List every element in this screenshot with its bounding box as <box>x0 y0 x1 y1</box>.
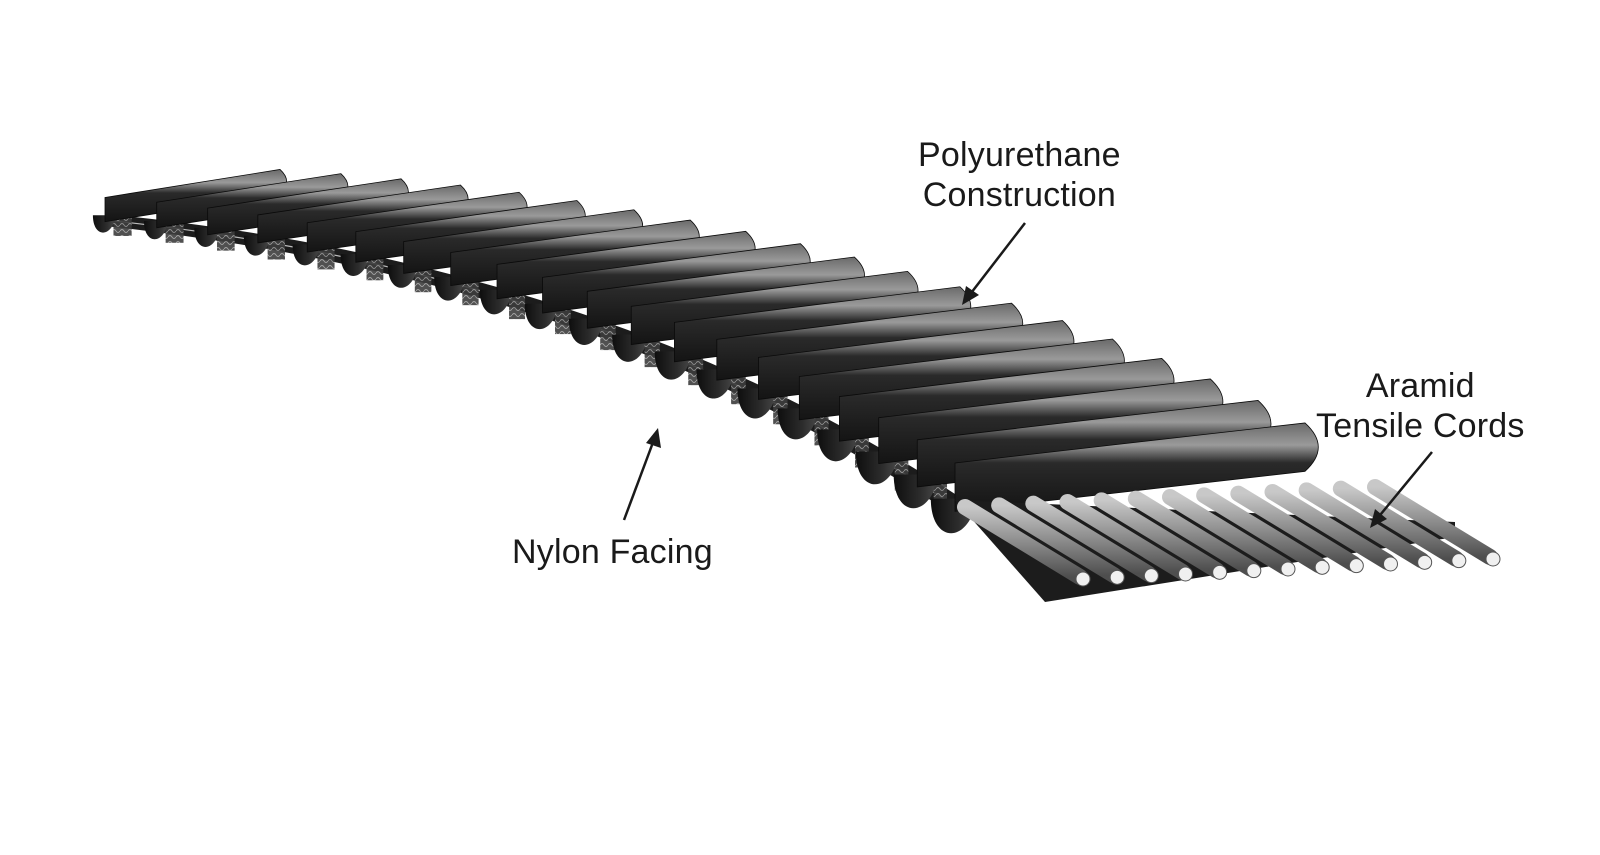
cord-end <box>1383 556 1398 572</box>
tensile-cords <box>955 479 1501 602</box>
cord-end <box>1178 566 1193 582</box>
aramid-arrowhead <box>1370 509 1387 528</box>
polyurethane-arrowhead <box>962 286 979 305</box>
belt-teeth <box>104 169 1319 512</box>
cord-end <box>1280 561 1296 577</box>
aramid-cord <box>1127 490 1259 577</box>
aramid-cord <box>1059 494 1191 580</box>
polyurethane-label-line-2: Construction <box>922 176 1117 214</box>
aramid-cord <box>1162 489 1293 575</box>
callout-arrows <box>622 222 1433 528</box>
aramid-cord <box>1230 485 1362 572</box>
polyurethane-label-line-1: Polyurethane <box>918 136 1121 174</box>
nylon-arrowhead <box>646 428 661 448</box>
cord-end <box>1485 551 1501 567</box>
nylon-facing-strip <box>462 279 479 306</box>
cord-end <box>1109 569 1125 585</box>
cord-end <box>1246 563 1262 579</box>
cord-end <box>1143 568 1159 584</box>
cord-end <box>1075 571 1091 587</box>
aramid-cord <box>1025 495 1157 582</box>
nylon-facing-strip <box>414 267 432 293</box>
nylon-facing-strip <box>317 247 335 270</box>
aramid-tensile-cords-label: Aramid Tensile Cords <box>1316 366 1525 446</box>
polyurethane-construction-label: Polyurethane Construction <box>918 135 1121 215</box>
nylon-facing-strip <box>366 256 384 281</box>
polyurethane-arrow <box>967 222 1026 298</box>
aramid-cord <box>1298 482 1430 569</box>
cord-end <box>1417 554 1433 570</box>
nylon-facing-strip <box>555 306 571 335</box>
aramid-cord <box>1093 492 1225 579</box>
nylon-facing-strip <box>165 223 184 243</box>
aramid-arrow <box>1375 451 1433 521</box>
belt-tooth <box>954 422 1319 512</box>
cord-end <box>1212 564 1228 580</box>
aramid-cord <box>991 497 1123 584</box>
nylon-facing-strip <box>113 217 132 236</box>
aramid-cord <box>1264 484 1396 570</box>
cord-end <box>1451 553 1467 569</box>
nylon-facing-strip <box>217 230 235 251</box>
aramid-label-line-2: Tensile Cords <box>1316 407 1525 445</box>
nylon-facing-label: Nylon Facing <box>512 532 713 572</box>
aramid-cord <box>957 499 1088 585</box>
aramid-cord <box>1332 480 1464 567</box>
nylon-arrow <box>622 436 657 521</box>
nylon-label-line-1: Nylon Facing <box>512 533 713 571</box>
nylon-facing-strip <box>267 238 285 260</box>
nylon-facing-strip <box>600 321 616 351</box>
cord-end <box>1348 558 1364 574</box>
nylon-facing-strip <box>509 292 526 320</box>
aramid-cord <box>1196 487 1328 574</box>
cord-end <box>1314 559 1330 575</box>
aramid-label-line-1: Aramid <box>1365 367 1475 405</box>
